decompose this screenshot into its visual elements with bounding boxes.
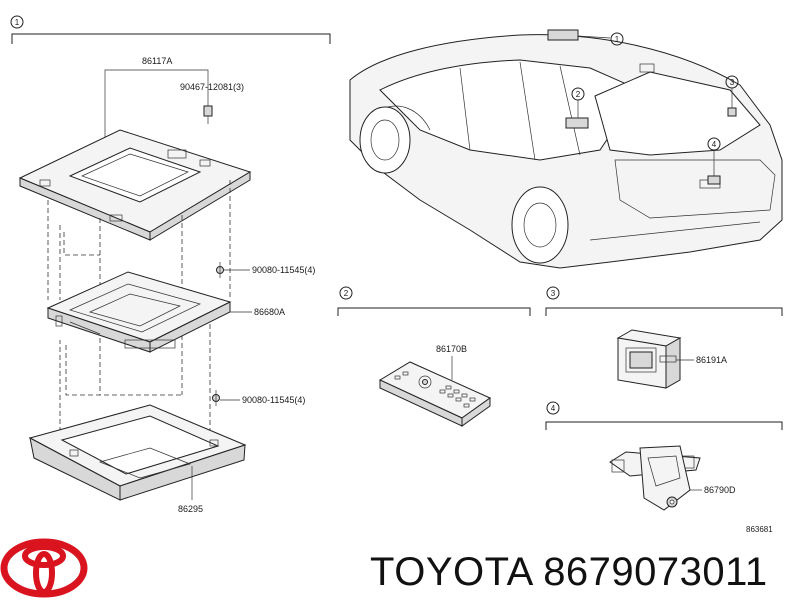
label-86790D: 86790D [704,485,736,495]
brand-name: TOYOTA [370,550,532,594]
label-86680A: 86680A [254,307,285,317]
part-86170B-remote [378,361,491,427]
vehicle-callout-3: 3 [730,78,735,87]
vehicle-callout-4: 4 [712,140,717,149]
callout-1-circle [10,15,24,29]
bolt-90080-lower [212,390,220,406]
label-86295: 86295 [178,504,203,514]
part-86680A-monitor [46,271,232,353]
callout-4: 4 [551,404,556,413]
section-4-frame: 4 [545,401,783,430]
part-86117A-bezel [18,129,252,241]
callout-1: 1 [15,18,20,27]
vehicle-callouts: 1 2 3 4 [571,32,739,176]
callout-3: 3 [551,289,556,298]
toyota-logo-icon [0,538,88,598]
section-3-frame: 3 [545,286,783,316]
section-1-frame: 1 [10,15,331,44]
section-2-frame: 2 [337,286,531,316]
vehicle-callout-1: 1 [615,35,620,44]
label-90467-12081: 90467-12081(3) [180,82,244,92]
part-86790D-camera [609,445,701,511]
callout-2: 2 [344,289,349,298]
clip-90467 [203,105,213,124]
label-86117A: 86117A [142,56,172,66]
label-86191A: 86191A [696,355,727,365]
diagram-code: 863681 [746,525,773,534]
vehicle-illustration [349,29,783,269]
part-86295-tray [28,404,247,501]
label-86170B: 86170B [436,344,467,354]
label-90080-11545-upper: 90080-11545(4) [252,265,315,275]
bolt-90080-upper [216,262,224,278]
part-number: 8679073011 [543,550,768,594]
brand-footer: TOYOTA 8679073011 [370,548,768,596]
part-86191A-switch [616,329,682,389]
vehicle-callout-2: 2 [576,90,581,99]
label-90080-11545-lower: 90080-11545(4) [242,395,305,405]
